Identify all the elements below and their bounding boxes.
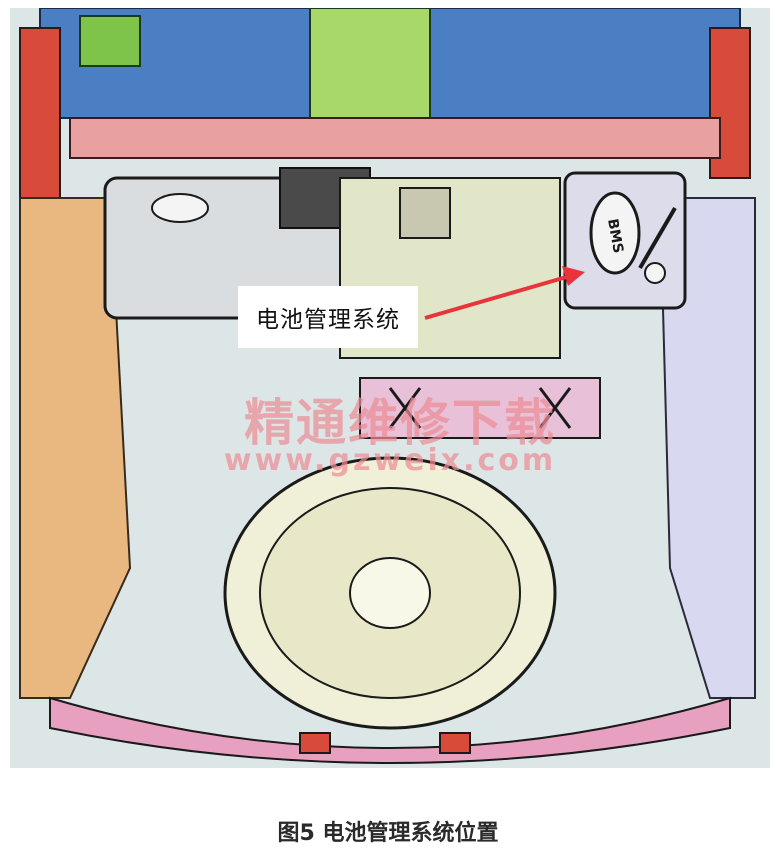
spare-tire-inner bbox=[349, 557, 431, 629]
bms-module-slash bbox=[638, 206, 677, 270]
crossplate-x-left bbox=[388, 387, 422, 429]
bms-module-oval-marking bbox=[589, 191, 641, 275]
left-rail-red bbox=[19, 27, 61, 199]
callout-arrow bbox=[424, 274, 571, 320]
lower-crossplate bbox=[359, 377, 601, 439]
callout-arrowhead bbox=[562, 266, 585, 286]
callout-label: 电池管理系统 bbox=[238, 286, 418, 348]
green-bracket bbox=[79, 15, 141, 67]
left-box-logo bbox=[151, 193, 209, 223]
figure-caption: 图5 电池管理系统位置 bbox=[277, 821, 499, 846]
tail-reflector-left bbox=[299, 732, 331, 754]
center-green-duct bbox=[309, 8, 431, 119]
vehicle-underbody-diagram: BMS bbox=[10, 8, 770, 768]
right-side-panel bbox=[658, 197, 756, 699]
pink-crossbar bbox=[69, 117, 721, 159]
bms-module-marking: BMS bbox=[604, 218, 626, 255]
tail-reflector-right bbox=[439, 732, 471, 754]
bms-module-small-badge bbox=[644, 262, 666, 284]
center-cutout bbox=[399, 187, 451, 239]
rear-bumper bbox=[49, 696, 731, 764]
left-side-panel bbox=[19, 197, 132, 699]
crossplate-x-right bbox=[538, 387, 572, 429]
